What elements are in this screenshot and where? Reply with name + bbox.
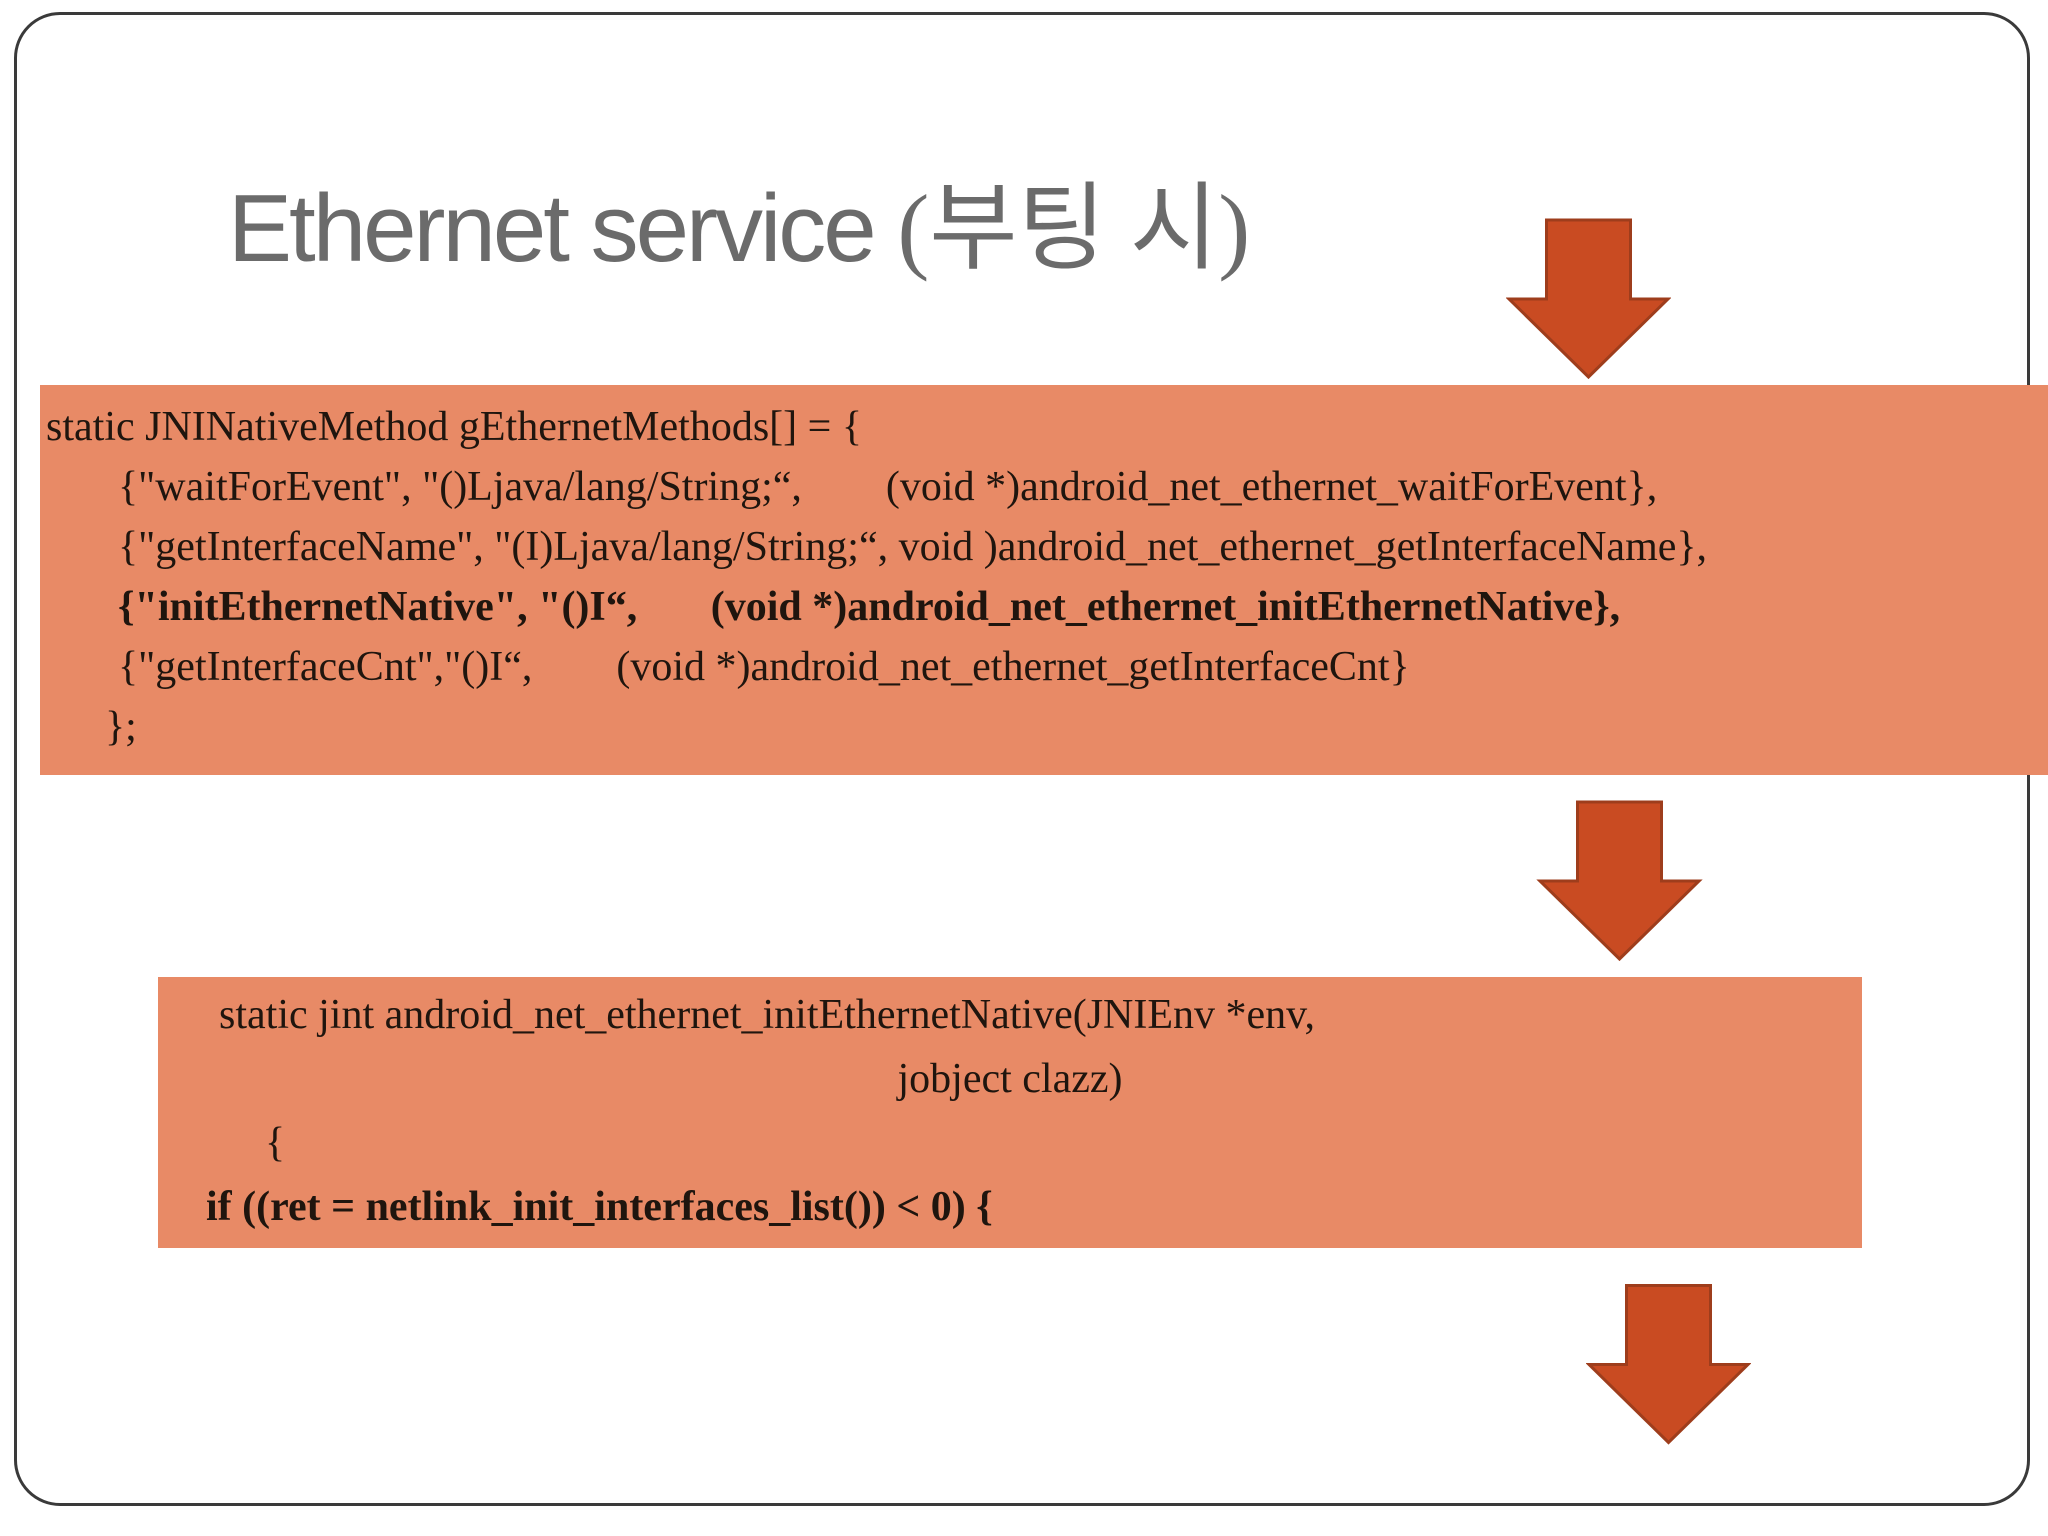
code-line: {"getInterfaceCnt","()I“, (void *)androi…: [118, 644, 1410, 690]
slide-title: Ethernet service (부팅 시): [228, 150, 1250, 289]
code-block-init-function: static jint android_net_ethernet_initEth…: [158, 977, 1862, 1248]
down-arrow-icon: [1506, 218, 1671, 380]
code-line-highlighted: {"initEthernetNative", "()I“, (void *)an…: [118, 584, 1621, 630]
down-arrow-icon: [1536, 800, 1703, 962]
code-line: {"waitForEvent", "()Ljava/lang/String;“,…: [118, 464, 1658, 510]
code-line: };: [105, 704, 137, 750]
slide-title-latin: Ethernet service: [228, 175, 898, 282]
code-line: {: [265, 1120, 286, 1166]
code-line: static JNINativeMethod gEthernetMethods[…: [46, 404, 862, 450]
code-line: jobject clazz): [897, 1056, 1123, 1102]
code-line: {"getInterfaceName", "(I)Ljava/lang/Stri…: [118, 524, 1708, 570]
slide-title-korean: (부팅 시): [897, 175, 1251, 282]
code-block-native-methods: static JNINativeMethod gEthernetMethods[…: [40, 385, 2048, 775]
down-arrow-icon: [1586, 1284, 1751, 1445]
code-line-highlighted: if ((ret = netlink_init_interfaces_list(…: [206, 1184, 993, 1230]
code-line: static jint android_net_ethernet_initEth…: [219, 992, 1315, 1038]
